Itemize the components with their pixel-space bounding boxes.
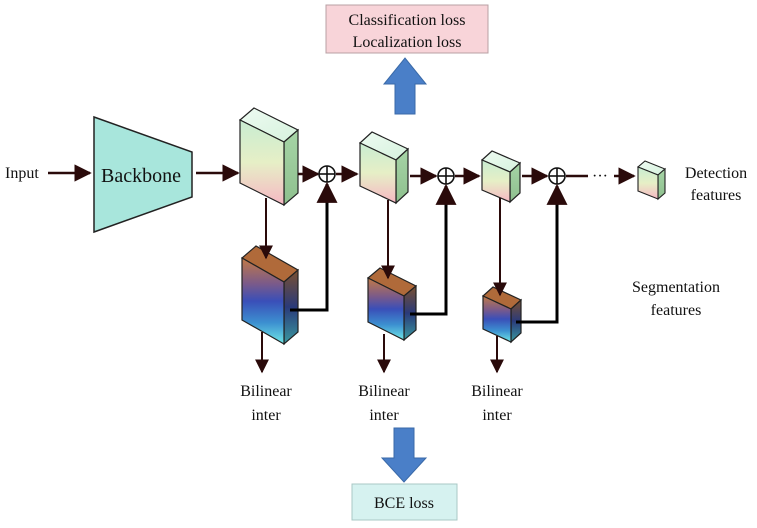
inter-label-3: inter xyxy=(482,407,512,424)
bilinear-label-3: Bilinear xyxy=(471,383,523,400)
detection-feature-block-3 xyxy=(480,150,522,204)
classification-loss-label: Classification loss xyxy=(349,12,466,29)
segmentation-feature-block-3 xyxy=(481,286,523,344)
detection-features-label-2: features xyxy=(691,187,742,204)
input-label: Input xyxy=(5,165,39,182)
detection-feature-block-2 xyxy=(358,131,410,205)
backbone-block xyxy=(93,115,193,234)
skip-seg3-to-sum3 xyxy=(516,183,568,324)
bce-loss-label: BCE loss xyxy=(374,495,434,512)
skip-seg2-to-sum2 xyxy=(410,183,457,316)
sum-node-1 xyxy=(318,165,336,183)
continuation-dots: ··· xyxy=(592,168,608,185)
sum-node-3 xyxy=(548,167,566,185)
detection-feature-block-1 xyxy=(238,107,300,207)
classification-loss-box xyxy=(325,4,489,54)
bilinear-label-1: Bilinear xyxy=(240,383,292,400)
detection-legend-block xyxy=(636,160,667,201)
segmentation-feature-block-2 xyxy=(366,267,418,342)
backbone-label: Backbone xyxy=(101,165,181,187)
detection-features-label-1: Detection xyxy=(685,165,747,182)
down-arrow-to-bce-loss xyxy=(380,427,428,483)
bilinear-label-2: Bilinear xyxy=(358,383,410,400)
inter-label-1: inter xyxy=(251,407,281,424)
skip-seg1-to-sum1 xyxy=(290,181,338,312)
localization-loss-label: Localization loss xyxy=(353,34,462,51)
segmentation-features-label-1: Segmentation xyxy=(632,279,720,296)
bce-loss-box xyxy=(351,483,458,521)
inter-label-2: inter xyxy=(369,407,399,424)
segmentation-features-label-2: features xyxy=(651,302,702,319)
segmentation-feature-block-1 xyxy=(240,245,300,346)
sum-node-2 xyxy=(437,167,455,185)
up-arrow-to-cls-loss xyxy=(382,57,428,115)
